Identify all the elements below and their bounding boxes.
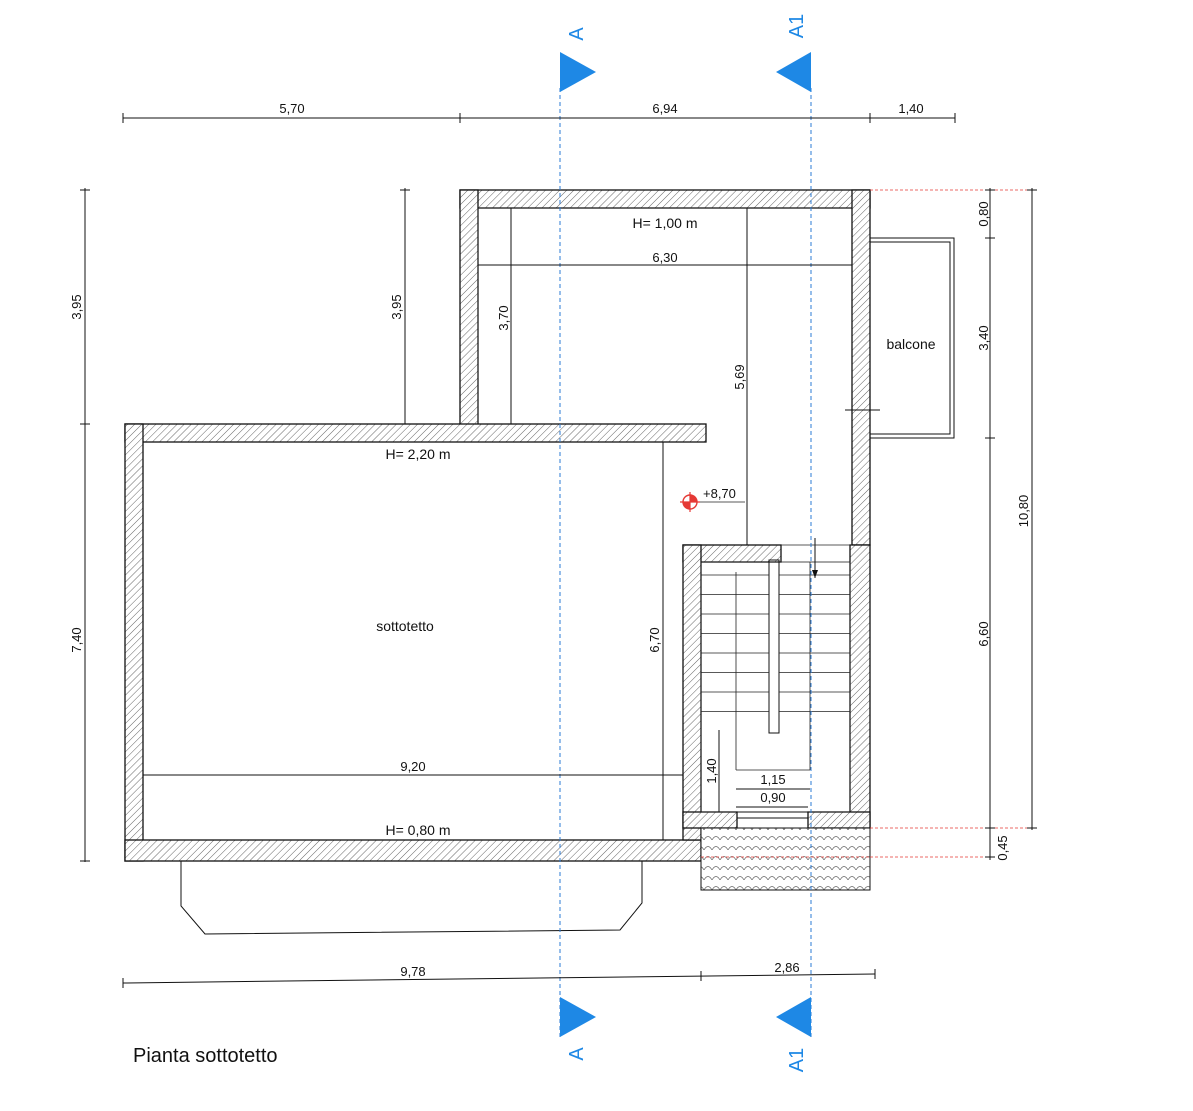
section-a1-bottom-label: A1 <box>786 1048 808 1072</box>
wall-main-left <box>124 423 144 862</box>
dim-bottom-2: 2,86 <box>774 960 799 975</box>
wall-stair-right <box>849 544 871 829</box>
dim-right-total: 10,80 <box>1016 495 1031 528</box>
dim-right-080: 0,80 <box>976 201 991 226</box>
dim-inner-920: 9,20 <box>400 759 425 774</box>
wall-stair-bottom-r <box>807 811 871 829</box>
balcony <box>845 237 955 439</box>
section-lines: A A1 A A1 <box>559 14 812 1072</box>
section-a-bottom-marker <box>560 997 596 1037</box>
dim-left-upper: 3,95 <box>69 294 84 319</box>
wall-upper-left <box>459 189 479 428</box>
dim-inner-370: 3,70 <box>496 305 511 330</box>
dim-stair-090: 0,90 <box>760 790 785 805</box>
elevation-label: +8,70 <box>703 486 736 501</box>
room-outlines <box>477 207 852 424</box>
staircase <box>700 538 852 819</box>
dim-right-660: 6,60 <box>976 621 991 646</box>
room-labels: H= 1,00 m H= 2,20 m H= 0,80 m sottotetto… <box>376 215 936 838</box>
reference-lines <box>701 189 1032 858</box>
height-bottom: H= 0,80 m <box>386 822 451 838</box>
dim-top-2: 6,94 <box>652 101 677 116</box>
wall-stair-left <box>682 544 702 841</box>
section-a1-bottom-marker <box>776 997 811 1037</box>
dim-left-lower: 7,40 <box>69 627 84 652</box>
dim-inner-670: 6,70 <box>647 627 662 652</box>
dim-stair-140: 1,40 <box>704 758 719 783</box>
section-a1-top-marker <box>776 52 811 92</box>
roof-tiles <box>700 827 871 891</box>
wall-main-bottom <box>124 839 702 862</box>
walls <box>124 189 871 862</box>
elevation-marker: +8,70 <box>680 486 745 512</box>
dim-right-045: 0,45 <box>995 835 1010 860</box>
dim-right-340: 3,40 <box>976 325 991 350</box>
dim-inner-630: 6,30 <box>652 250 677 265</box>
dimension-ticks <box>80 113 1037 988</box>
section-a1-top-label: A1 <box>786 14 808 38</box>
section-a-top-marker <box>560 52 596 92</box>
dim-stair-115: 1,15 <box>760 772 785 787</box>
wall-upper-top <box>459 189 871 209</box>
room-balcone: balcone <box>886 336 935 352</box>
drawing-title: Pianta sottotetto <box>133 1045 278 1067</box>
dimension-texts: 5,70 6,94 1,40 3,95 7,40 3,95 3,70 6,30 … <box>69 101 1031 979</box>
bay-outline <box>180 861 643 935</box>
dim-top-3: 1,40 <box>898 101 923 116</box>
section-a-bottom-label: A <box>566 1047 588 1061</box>
wall-upper-right <box>851 189 871 546</box>
dim-top-1: 5,70 <box>279 101 304 116</box>
room-sottotetto: sottotetto <box>376 618 434 634</box>
dim-inner-395: 3,95 <box>389 294 404 319</box>
dim-bottom-1: 9,78 <box>400 964 425 979</box>
dim-inner-569: 5,69 <box>732 364 747 389</box>
wall-stair-bottom-l <box>682 811 738 829</box>
dimension-lines <box>84 117 1033 984</box>
height-mid: H= 2,20 m <box>386 446 451 462</box>
section-a-top-label: A <box>566 27 588 41</box>
height-top: H= 1,00 m <box>633 215 698 231</box>
wall-main-top <box>124 423 707 443</box>
